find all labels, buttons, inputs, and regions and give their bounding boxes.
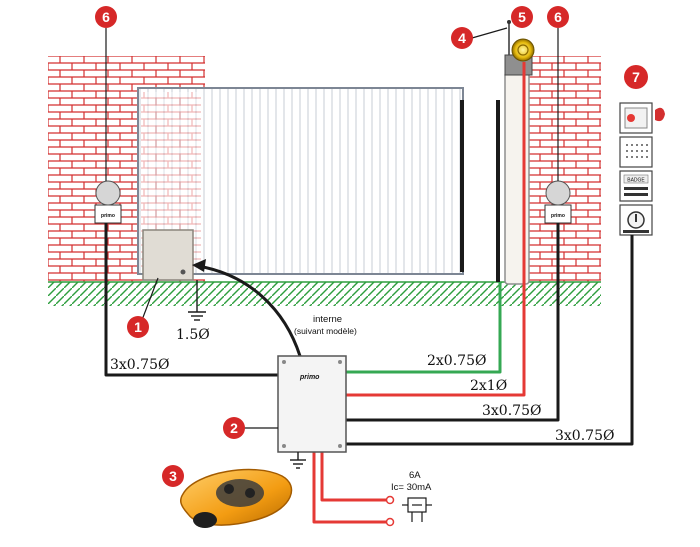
wire-mains-1 — [320, 452, 388, 502]
wires — [104, 62, 634, 524]
photocell-left: primo — [94, 180, 122, 224]
badge-4: 4 — [451, 27, 508, 49]
svg-text:6: 6 — [102, 9, 110, 25]
antenna-icon — [507, 20, 511, 55]
label-red-cable: 2x1Ø — [470, 378, 507, 394]
terminal-2 — [385, 517, 395, 527]
ground-symbol-box — [290, 452, 306, 469]
keypad-badge-text: BADGE — [627, 178, 645, 184]
label-interne: interne — [313, 314, 342, 325]
label-right-photocell-cable: 3x0.75Ø — [482, 403, 541, 419]
svg-text:5: 5 — [518, 9, 526, 25]
svg-text:4: 4 — [458, 30, 466, 46]
badge-3: 3 — [162, 465, 184, 487]
svg-text:primo: primo — [101, 213, 115, 219]
wire-interne — [197, 264, 302, 357]
svg-text:3: 3 — [169, 468, 177, 484]
key-switch — [619, 204, 653, 236]
svg-text:primo: primo — [551, 213, 565, 219]
photocell-right: primo — [544, 180, 572, 224]
label-left-photocell-cable: 3x0.75Ø — [110, 357, 169, 373]
ground-strip — [48, 282, 601, 306]
terminal-1 — [385, 495, 395, 505]
label-breaker-ic: Ic= 30mA — [391, 482, 432, 493]
wire-left-photocell — [104, 223, 278, 377]
wire-right-photocell — [345, 223, 560, 422]
wire-mains-2 — [312, 452, 388, 524]
badge-1: 1 — [127, 277, 159, 338]
badge-keypad: BADGE — [619, 170, 653, 202]
control-box: primo — [277, 355, 347, 453]
wire-red — [345, 62, 526, 397]
brick-wall-right — [529, 56, 601, 284]
label-breaker-rating: 6A — [409, 470, 421, 481]
wire-green — [345, 282, 502, 374]
ground-symbol-motor — [188, 280, 206, 321]
label-suivant-modele: (suivant modèle) — [294, 326, 357, 336]
badge-2: 2 — [223, 417, 278, 439]
badge-6-right: 6 — [547, 6, 569, 181]
remote-control — [179, 468, 293, 528]
arrow-head — [192, 259, 206, 272]
badge-6-left: 6 — [95, 6, 117, 181]
label-ground-cable: 1.5Ø — [176, 327, 210, 343]
label-green-cable: 2x0.75Ø — [427, 353, 486, 369]
wire-keypad — [345, 235, 634, 446]
speaker-grille — [619, 136, 653, 168]
badge-7: 7 — [624, 65, 648, 89]
motor-unit — [142, 229, 194, 281]
svg-text:1: 1 — [134, 319, 142, 335]
svg-text:7: 7 — [632, 69, 640, 85]
circuit-breaker — [402, 497, 432, 522]
badge-5: 5 — [511, 6, 533, 28]
label-keypad-cable: 3x0.75Ø — [555, 428, 614, 444]
controller-brand: primo — [299, 374, 320, 381]
intercom-panel — [619, 102, 665, 134]
svg-text:2: 2 — [230, 420, 238, 436]
svg-text:6: 6 — [554, 9, 562, 25]
